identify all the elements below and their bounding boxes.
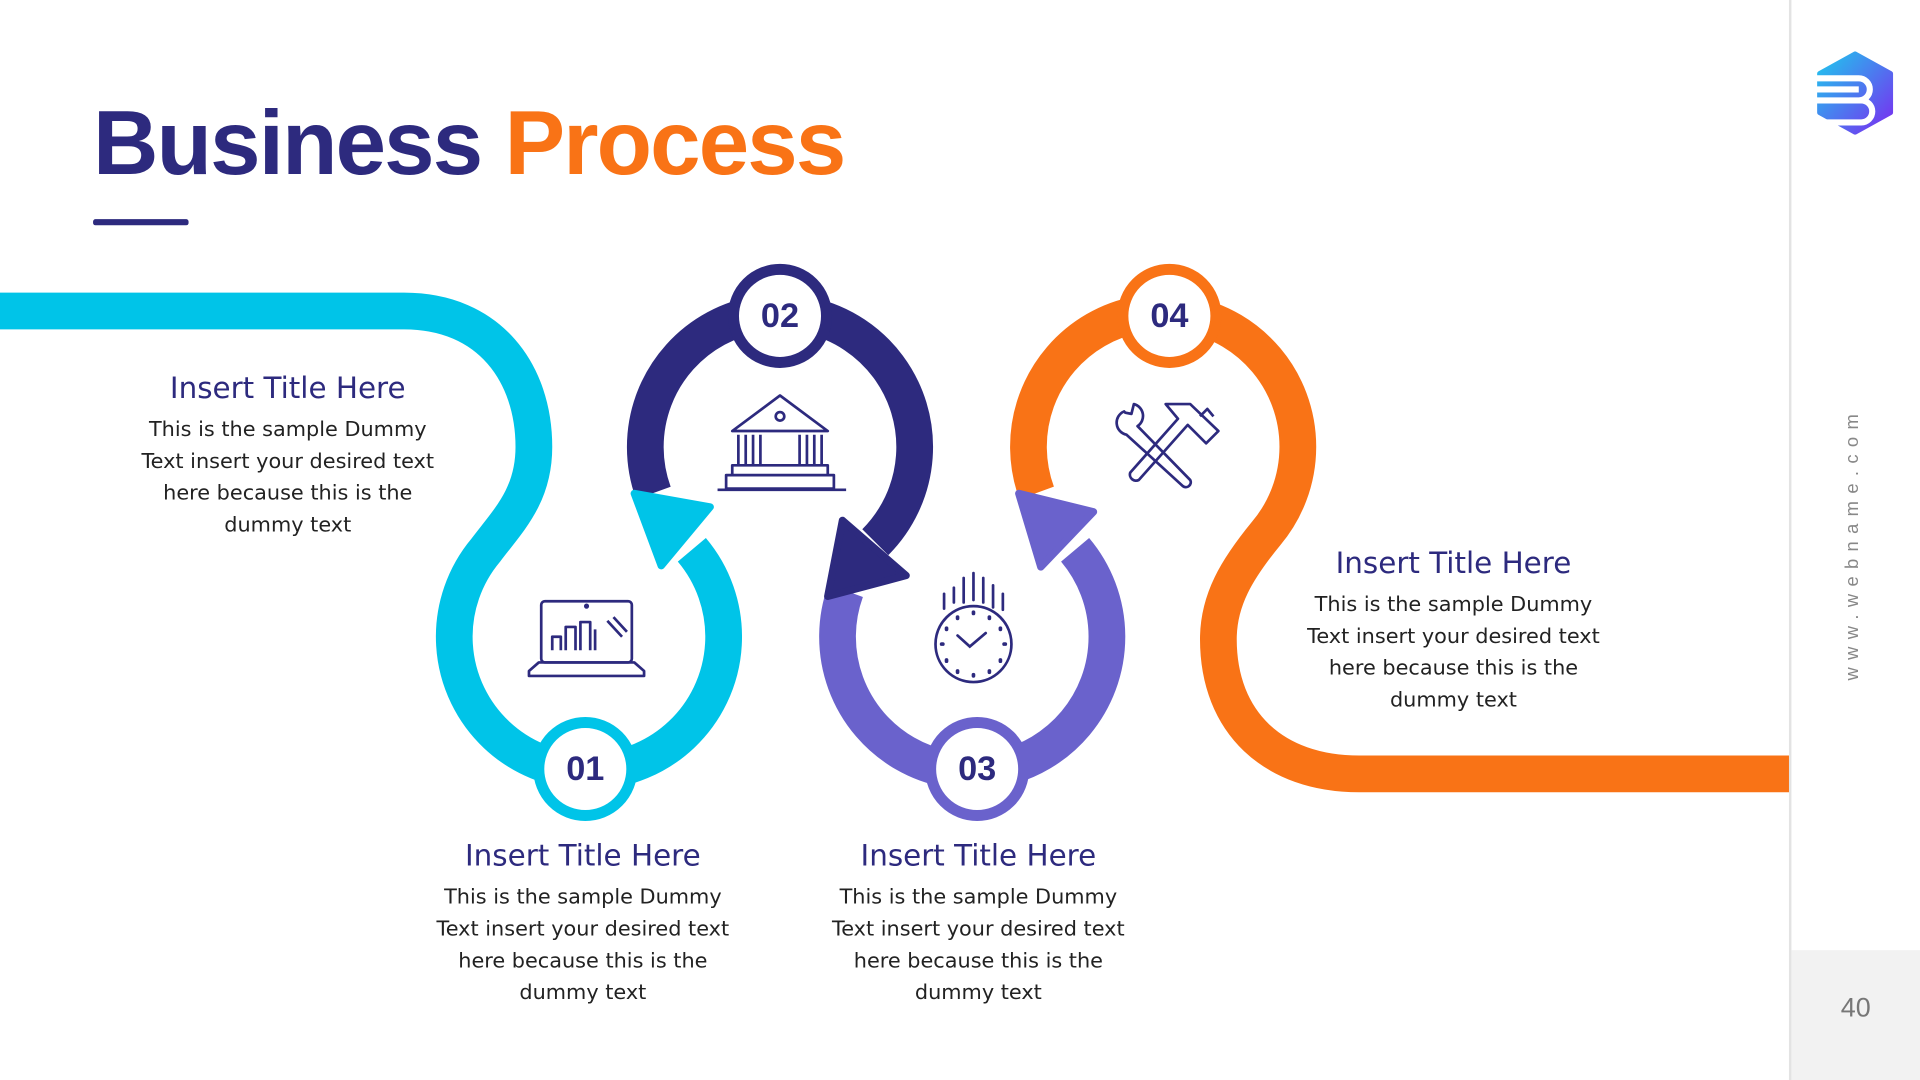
purple-arrowhead: [1015, 489, 1098, 571]
step-01-text: Insert Title Here This is the sample Dum…: [411, 838, 754, 1009]
page-number-box: [1791, 950, 1920, 1080]
sidebar-divider: [1788, 0, 1792, 1080]
step-04-title: Insert Title Here: [1335, 546, 1572, 581]
bank-building-icon: [717, 394, 847, 492]
step-02-ring: [727, 263, 833, 368]
step-02-text: Insert Title Here This is the sample Dum…: [116, 370, 459, 541]
cyan-arrowhead: [630, 489, 714, 570]
step-04-body: This is the sample Dummy Text insert you…: [1307, 592, 1600, 713]
step-03-title: Insert Title Here: [860, 838, 1097, 874]
step-04-ring: [1117, 263, 1222, 368]
stopwatch-icon: [934, 571, 1013, 684]
title-underline: [93, 219, 189, 226]
title-part2: Process: [504, 91, 847, 194]
laptop-chart-icon: [527, 599, 646, 678]
title-part1: Business: [93, 91, 483, 194]
navy-arrowhead: [824, 516, 910, 601]
step-02-body: This is the sample Dummy Text insert you…: [141, 417, 435, 538]
step-03-text: Insert Title Here This is the sample Dum…: [807, 838, 1150, 1009]
step-04-text: Insert Title Here This is the sample Dum…: [1282, 545, 1625, 716]
tools-icon: [1115, 402, 1220, 489]
step-03-number: 03: [958, 749, 997, 788]
cyan-loop: [0, 292, 743, 790]
step-02-title: Insert Title Here: [169, 371, 406, 406]
brand-logo-icon: [1814, 51, 1894, 135]
step-01-number: 01: [566, 749, 605, 788]
step-01-body: This is the sample Dummy Text insert you…: [436, 885, 730, 1006]
step-01-title: Insert Title Here: [465, 838, 701, 874]
step-04-number: 04: [1150, 296, 1189, 335]
page-number: 40: [1840, 991, 1871, 1023]
step-03-body: This is the sample Dummy Text insert you…: [832, 885, 1125, 1006]
page-title: Business Process: [93, 91, 847, 195]
step-01-ring: [533, 716, 638, 822]
step-03-ring: [925, 716, 1030, 822]
orange-loop: [1010, 293, 1789, 793]
step-02-number: 02: [760, 296, 800, 335]
